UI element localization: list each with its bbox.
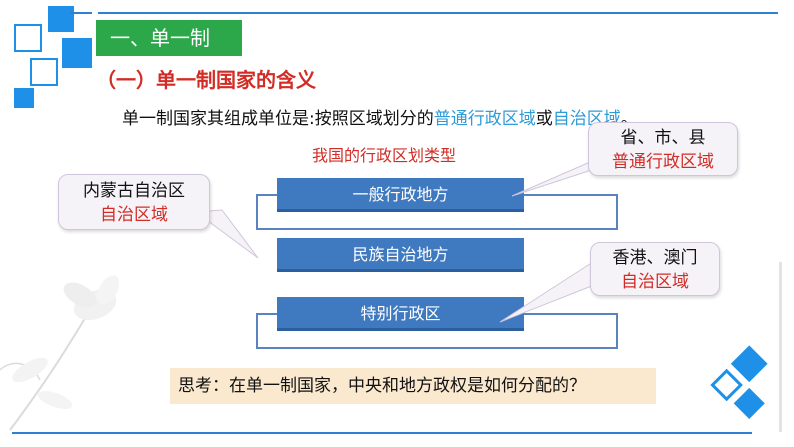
right-edge-bar: [779, 262, 782, 432]
callout-hk-macau-line1: 香港、澳门: [612, 248, 698, 268]
connector-line: [256, 194, 278, 196]
callout-province-line1: 省、市、县: [620, 128, 706, 148]
connector-line: [524, 194, 618, 196]
connector-line: [256, 347, 618, 349]
tile-decoration: [710, 345, 768, 419]
section-title: 一、单一制: [96, 20, 242, 56]
intro-connector: 或: [535, 109, 553, 129]
callout-hk-macau: 香港、澳门 自治区域: [590, 242, 720, 296]
callout-inner-mongolia-line2: 自治区域: [100, 205, 168, 225]
connector-line: [256, 313, 278, 315]
deco-square: [62, 38, 92, 68]
footer-rule: [12, 432, 752, 434]
deco-square: [48, 6, 74, 32]
callout-province-line2: 普通行政区域: [612, 152, 714, 172]
connector-line: [256, 194, 258, 230]
flower-decoration: [0, 275, 120, 431]
deco-square: [14, 24, 42, 52]
connector-line: [616, 194, 618, 230]
deco-square: [14, 88, 34, 108]
connector-line: [256, 228, 618, 230]
callout-hk-macau-line2: 自治区域: [621, 272, 689, 292]
header-rule: [70, 12, 92, 14]
connector-line: [256, 313, 258, 349]
intro-term-normal-region: 普通行政区域: [433, 109, 536, 129]
subsection-title: （一）单一制国家的含义: [96, 68, 316, 92]
intro-prefix: 单一制国家其组成单位是:按照区域划分的: [122, 109, 434, 129]
diagram-title: 我国的行政区划类型: [312, 146, 457, 165]
intro-text: 单一制国家其组成单位是:按照区域划分的普通行政区域或自治区域。: [122, 104, 638, 129]
connector-line: [524, 313, 618, 315]
callout-inner-mongolia-line1: 内蒙古自治区: [83, 181, 185, 201]
type-box-general: 一般行政地方: [277, 178, 524, 212]
header-rule: [98, 12, 778, 14]
deco-square: [30, 58, 58, 86]
callout-province: 省、市、县 普通行政区域: [588, 122, 738, 176]
connector-line: [616, 313, 618, 349]
type-box-ethnic-autonomous: 民族自治地方: [277, 238, 524, 272]
discussion-question: 思考：在单一制国家，中央和地方政权是如何分配的？: [170, 368, 656, 404]
callout-inner-mongolia: 内蒙古自治区 自治区域: [58, 174, 210, 230]
type-box-special-admin: 特别行政区: [277, 297, 524, 331]
